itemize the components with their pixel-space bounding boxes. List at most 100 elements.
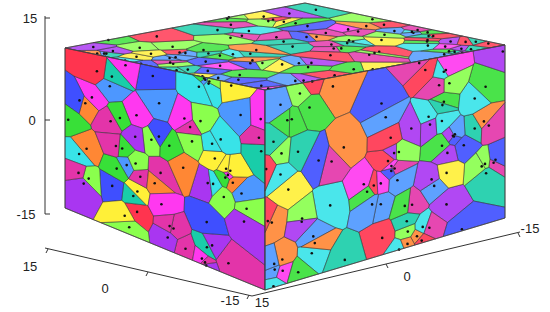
- grain-seed: [138, 46, 141, 49]
- grain-seed: [484, 86, 487, 89]
- grain-seed: [281, 258, 284, 261]
- grain-cell: [95, 132, 120, 157]
- grain-seed: [371, 203, 374, 206]
- grain-seed: [128, 226, 131, 229]
- grain-cell: [131, 50, 167, 57]
- grain-seed: [420, 239, 423, 242]
- grain-seed: [443, 53, 446, 56]
- grain-seed: [109, 85, 112, 88]
- grain-seed: [301, 217, 304, 220]
- grain-seed: [286, 119, 289, 122]
- grain-seed: [158, 102, 161, 105]
- grain-seed: [160, 203, 163, 206]
- grain-cell: [433, 44, 461, 50]
- grain-seed: [156, 35, 159, 38]
- grain-seed: [207, 70, 210, 73]
- grain-seed: [307, 66, 310, 69]
- grain-seed: [281, 269, 284, 272]
- grain-seed: [229, 169, 232, 172]
- grain-seed: [311, 252, 314, 255]
- grain-seed: [211, 244, 214, 247]
- grain-seed: [404, 205, 407, 208]
- grain-seed: [441, 104, 444, 107]
- grain-seed: [294, 22, 297, 25]
- grain-seed: [380, 182, 383, 185]
- grain-cell: [65, 158, 86, 180]
- grain-seed: [212, 183, 215, 186]
- grain-seed: [243, 220, 246, 223]
- grain-seed: [153, 182, 156, 185]
- grain-seed: [78, 99, 81, 102]
- grain-seed: [208, 80, 211, 83]
- grain-seed: [492, 162, 495, 165]
- grain-seed: [267, 20, 270, 23]
- grain-seed: [428, 226, 431, 229]
- grain-seed: [199, 120, 202, 123]
- grain-seed: [396, 179, 399, 182]
- grain-cell: [121, 125, 145, 154]
- grain-seed: [390, 170, 393, 173]
- grain-seed: [229, 36, 232, 39]
- grain-seed: [267, 220, 270, 223]
- grain-seed: [314, 242, 317, 245]
- grain-cell: [433, 60, 448, 80]
- grain-seed: [427, 116, 430, 119]
- grain-seed: [150, 52, 153, 55]
- grain-cell: [437, 161, 464, 189]
- grain-seed: [310, 62, 313, 65]
- grain-seed: [168, 144, 171, 147]
- width-axis: [252, 232, 520, 296]
- grain-cell: [389, 188, 411, 220]
- grain-seed: [219, 54, 222, 57]
- grain-seed: [475, 41, 478, 44]
- grain-cell: [265, 243, 279, 271]
- grain-seed: [238, 74, 241, 77]
- grain-seed: [182, 166, 185, 169]
- grain-seed: [158, 135, 161, 138]
- grain-seed: [438, 84, 441, 87]
- grain-seed: [366, 191, 369, 194]
- grain-cell: [287, 191, 317, 222]
- grain-seed: [470, 48, 473, 51]
- grain-cell: [214, 170, 230, 189]
- axis-tick: [45, 18, 50, 19]
- grain-seed: [347, 28, 350, 31]
- grain-seed: [202, 49, 205, 52]
- grain-cell: [201, 78, 208, 85]
- grain-seed: [279, 173, 282, 176]
- grain-cell: [83, 166, 101, 197]
- axis-tick: [46, 249, 48, 253]
- grain-seed: [216, 29, 219, 32]
- grain-cell: [129, 169, 149, 188]
- grain-cell: [355, 50, 409, 59]
- grain-seed: [240, 192, 243, 195]
- grain-seed: [411, 31, 414, 34]
- grain-seed: [297, 271, 300, 274]
- grain-seed: [166, 236, 169, 239]
- axis-tick-label: -15: [221, 294, 240, 307]
- grain-seed: [239, 114, 242, 117]
- grain-seed: [248, 30, 251, 33]
- grain-seed: [205, 221, 208, 224]
- depth-axis: [45, 248, 252, 296]
- grain-seed: [424, 69, 427, 72]
- grain-seed: [227, 174, 230, 177]
- grain-seed: [484, 163, 487, 166]
- grain-seed: [261, 62, 264, 65]
- grain-seed: [416, 29, 419, 32]
- grain-seed: [125, 164, 128, 167]
- axis-tick: [45, 214, 50, 215]
- grain-cell: [414, 233, 435, 245]
- grain-seed: [315, 35, 318, 38]
- grain-seed: [262, 15, 265, 18]
- grain-cell: [93, 200, 135, 222]
- grain-seed: [204, 78, 207, 81]
- grain-seed: [483, 120, 486, 123]
- grain-seed: [150, 139, 153, 142]
- grain-seed: [352, 68, 355, 71]
- grain-seed: [291, 118, 294, 121]
- grain-seed: [487, 42, 490, 45]
- axis-tick-label: -15: [521, 222, 540, 235]
- grain-cell: [164, 54, 198, 60]
- grain-seed: [280, 152, 283, 155]
